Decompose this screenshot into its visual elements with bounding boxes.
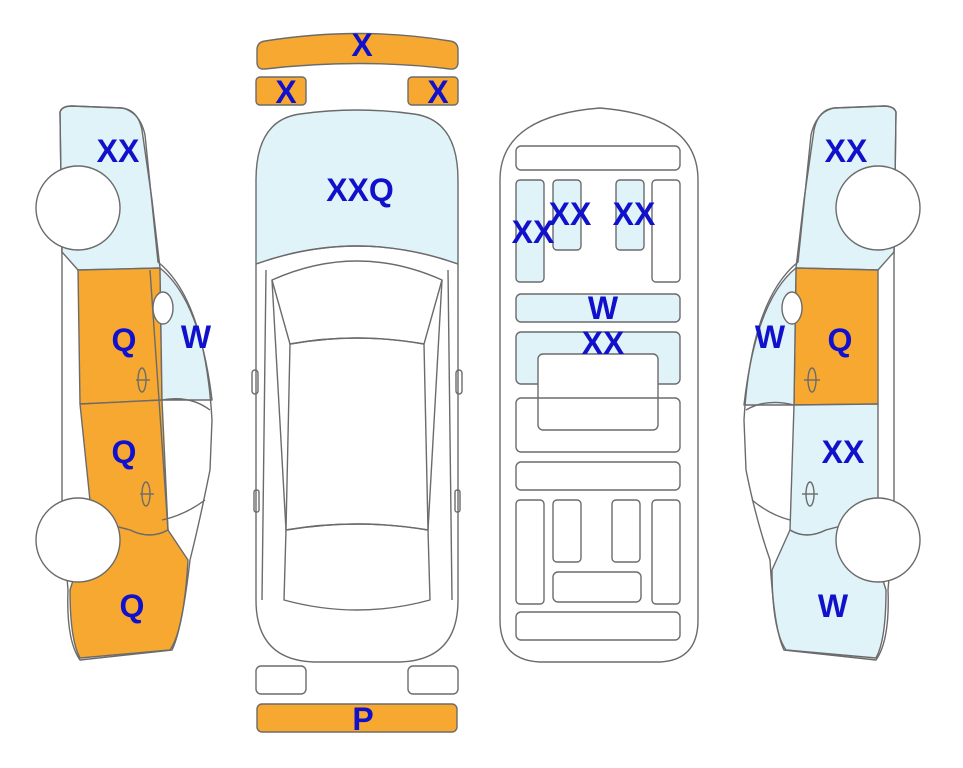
front-right-light[interactable]	[407, 76, 459, 106]
right-body-outline	[743, 105, 897, 661]
label-right-front-fender: XX	[825, 133, 868, 169]
top-right-line	[427, 279, 443, 531]
right-front-door-handle	[804, 367, 820, 393]
interior-rear-seat-2	[552, 499, 582, 563]
top-left-line	[271, 279, 287, 531]
label-front-bumper: X	[351, 27, 373, 63]
left-front-wheel	[35, 165, 121, 251]
right-sill-line	[751, 499, 791, 521]
label-left-mirror: W	[181, 319, 212, 355]
rear-right-light[interactable]	[407, 665, 459, 695]
right-rear-wheel	[835, 497, 921, 583]
right-window-line	[745, 401, 795, 411]
label-left-quarter: Q	[120, 588, 145, 624]
interior-rear-seat-1	[515, 499, 545, 605]
top-right-handle	[454, 489, 461, 513]
interior-dashboard[interactable]	[515, 293, 681, 323]
interior-floor-panel	[515, 397, 681, 453]
label-right-quarter: W	[818, 588, 849, 624]
label-interior-console: XX	[582, 325, 625, 361]
top-left-pillar	[261, 269, 267, 601]
left-rear-door-handle	[140, 481, 154, 507]
interior-center-box	[537, 353, 659, 431]
label-interior-front-seat-2: XX	[613, 196, 656, 232]
interior-right-seat	[651, 179, 681, 283]
left-window-line	[161, 398, 211, 411]
top-windshield	[271, 260, 443, 345]
front-bumper[interactable]	[256, 32, 459, 70]
label-left-front-fender: XX	[97, 133, 140, 169]
top-right-mirror	[455, 369, 463, 395]
top-left-handle	[253, 489, 260, 513]
top-left-mirror	[251, 369, 259, 395]
label-interior-front-seat-1: XX	[549, 196, 592, 232]
interior-front-panel	[515, 145, 681, 171]
left-side-view: XX Q W Q Q	[35, 105, 213, 661]
label-interior-dashboard: W	[588, 290, 619, 326]
rear-left-light[interactable]	[255, 665, 307, 695]
interior-trunk-panel	[515, 611, 681, 641]
left-body-outline	[59, 105, 213, 661]
interior-outline	[499, 107, 699, 663]
right-side-view: XX Q W XX W	[743, 105, 921, 661]
label-left-front-door: Q	[112, 322, 137, 358]
rear-bumper[interactable]	[256, 703, 458, 733]
label-right-mirror: W	[755, 319, 786, 355]
left-mirror[interactable]	[152, 291, 174, 325]
top-rear-window	[283, 523, 431, 611]
label-hood: XXQ	[326, 172, 394, 208]
interior-rear-seat-3	[611, 499, 641, 563]
top-roof	[285, 337, 429, 531]
interior-rear-bench	[552, 571, 642, 603]
interior-front-seat-1[interactable]	[552, 179, 582, 251]
top-body-outline	[255, 245, 459, 663]
interior-rear-seat-4	[651, 499, 681, 605]
right-front-wheel	[835, 165, 921, 251]
label-rear-bumper: P	[352, 701, 373, 737]
front-left-light[interactable]	[255, 76, 307, 106]
label-right-front-door: Q	[828, 322, 853, 358]
interior-view: XX XX XX W XX	[499, 107, 699, 663]
interior-front-seat-2[interactable]	[615, 179, 645, 251]
right-mirror[interactable]	[781, 291, 803, 325]
label-interior-left-seat: XX	[512, 214, 555, 250]
top-right-pillar	[447, 269, 453, 601]
left-front-door-handle	[136, 367, 150, 393]
label-right-rear-door: XX	[822, 434, 865, 470]
interior-left-seat[interactable]	[515, 179, 545, 283]
left-rear-wheel	[35, 497, 121, 583]
label-left-rear-door: Q	[112, 434, 137, 470]
label-front-right-light: X	[427, 74, 449, 110]
left-sill-line	[161, 499, 206, 521]
top-view: X X X XXQ P	[251, 27, 463, 737]
label-front-left-light: X	[275, 74, 297, 110]
interior-rear-panel	[515, 461, 681, 491]
right-rear-door-handle	[802, 481, 818, 507]
